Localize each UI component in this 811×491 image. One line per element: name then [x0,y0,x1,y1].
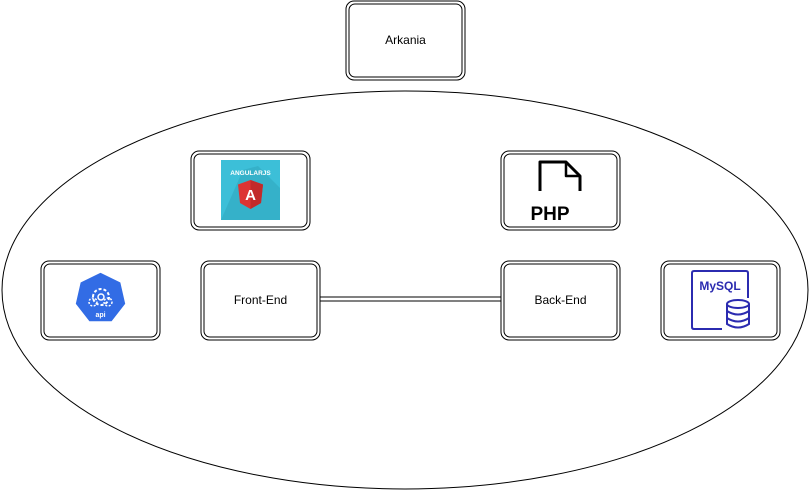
php-file-icon: PHP [530,160,582,225]
mysql-node[interactable]: MySQL [660,260,781,341]
kubernetes-api-icon: api [74,271,127,323]
svg-text:A: A [245,187,256,204]
svg-text:PHP: PHP [530,204,569,225]
svg-text:ANGULARJS: ANGULARJS [230,170,271,177]
system-boundary-ellipse [1,90,809,490]
backend-label: Back-End [534,293,586,307]
svg-text:api: api [95,312,105,319]
angularjs-node[interactable]: ANGULARJS A [190,150,311,231]
frontend-backend-connector[interactable] [320,296,501,302]
frontend-node[interactable]: Front-End [200,260,321,341]
api-node[interactable]: api [40,260,161,341]
arkania-node[interactable]: Arkania [345,0,466,81]
svg-text:MySQL: MySQL [699,279,740,293]
arkania-label: Arkania [385,33,426,47]
frontend-label: Front-End [234,293,287,307]
angularjs-logo-icon: ANGULARJS A [221,160,280,220]
backend-node[interactable]: Back-End [500,260,621,341]
mysql-database-icon: MySQL [691,270,750,330]
php-node[interactable]: PHP [500,150,621,231]
